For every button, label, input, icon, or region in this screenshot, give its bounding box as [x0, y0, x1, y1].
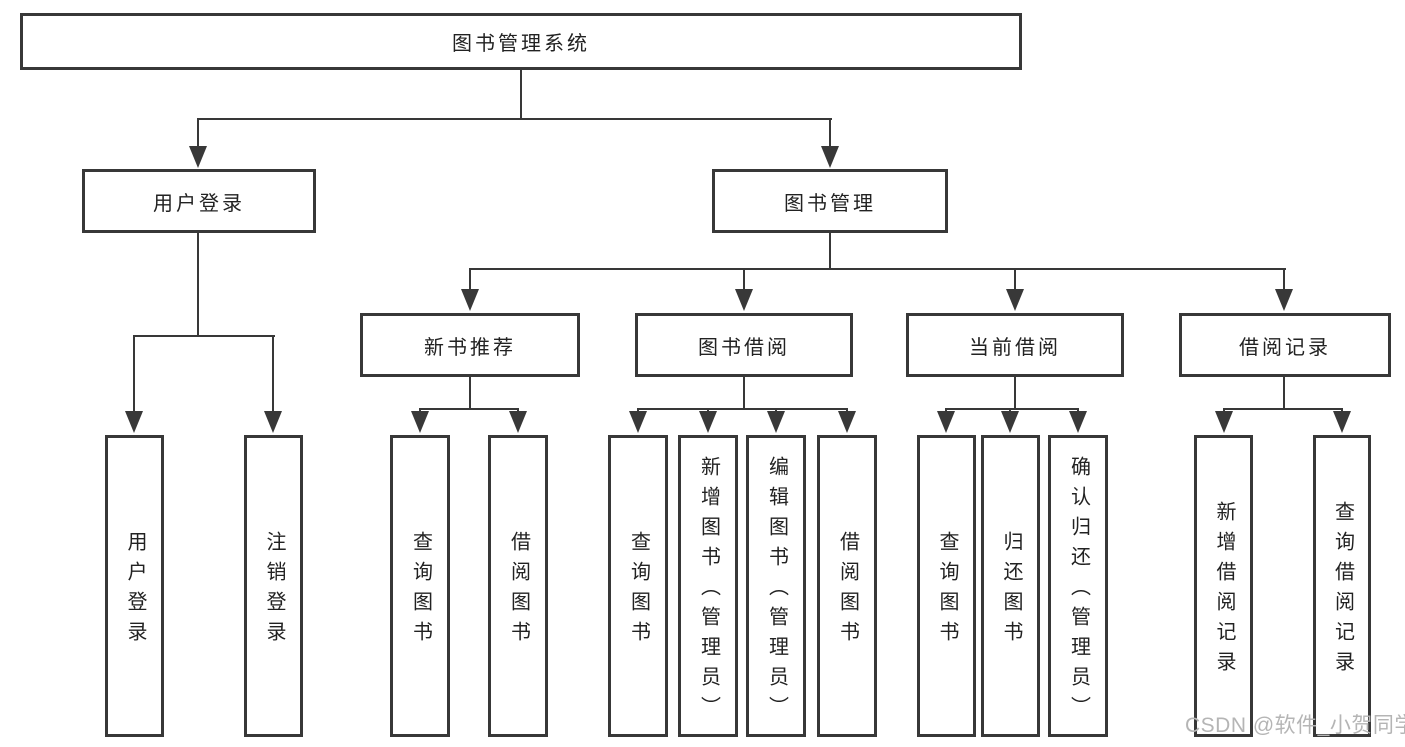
node-borrowing-add-books-admin: 新增图书（管理员）: [678, 435, 738, 737]
node-borrowing-borrow-books: 借阅图书: [817, 435, 877, 737]
node-leaf-logout: 注销登录: [244, 435, 303, 737]
node-current-return-books: 归还图书: [981, 435, 1040, 737]
arrow-down-icon: [509, 411, 527, 433]
connector-line: [743, 377, 745, 410]
arrow-down-icon: [1069, 411, 1087, 433]
node-recommend-borrow-books: 借阅图书: [488, 435, 548, 737]
node-leaf-user-login: 用户登录: [105, 435, 164, 737]
node-book-borrowing: 图书借阅: [635, 313, 853, 377]
arrow-down-icon: [1215, 411, 1233, 433]
arrow-down-icon: [937, 411, 955, 433]
node-root-label: 图书管理系统: [452, 33, 590, 55]
node-current-return-books-label: 归还图书: [1000, 531, 1022, 651]
node-leaf-user-login-label: 用户登录: [124, 531, 146, 651]
node-current-query-books: 查询图书: [917, 435, 976, 737]
node-borrowing-edit-books-admin: 编辑图书（管理员）: [746, 435, 806, 737]
connector-line: [469, 268, 1286, 270]
node-borrowing-add-books-admin-label: 新增图书（管理员）: [697, 456, 720, 726]
arrow-down-icon: [1001, 411, 1019, 433]
node-current-borrowing: 当前借阅: [906, 313, 1124, 377]
node-records-add-record: 新增借阅记录: [1194, 435, 1253, 737]
arrow-down-icon: [411, 411, 429, 433]
connector-line: [520, 70, 522, 120]
connector-line: [272, 337, 274, 419]
node-current-confirm-return-admin-label: 确认归还（管理员）: [1067, 456, 1090, 726]
node-records-add-record-label: 新增借阅记录: [1213, 501, 1235, 681]
node-borrowing-query-books: 查询图书: [608, 435, 668, 737]
connector-line: [197, 120, 199, 152]
connector-line: [829, 120, 831, 152]
connector-line: [419, 408, 519, 410]
connector-line: [829, 232, 831, 270]
node-root: 图书管理系统: [20, 13, 1022, 70]
node-new-book-recommend-label: 新书推荐: [424, 336, 516, 359]
arrow-down-icon: [1275, 289, 1293, 311]
connector-line: [945, 408, 1079, 410]
node-borrowing-records: 借阅记录: [1179, 313, 1391, 377]
connector-line: [637, 408, 848, 410]
node-book-management: 图书管理: [712, 169, 948, 233]
connector-line: [133, 335, 275, 337]
connector-line: [1014, 270, 1016, 296]
connector-line: [743, 270, 745, 296]
node-recommend-query-books: 查询图书: [390, 435, 450, 737]
node-borrowing-records-label: 借阅记录: [1239, 336, 1331, 359]
arrow-down-icon: [767, 411, 785, 433]
csdn-watermark: CSDN @软件_小贺同学: [1185, 714, 1405, 737]
connector-line: [197, 233, 199, 337]
arrow-down-icon: [189, 146, 207, 168]
node-book-management-label: 图书管理: [784, 192, 876, 215]
connector-line: [469, 377, 471, 410]
arrow-down-icon: [821, 146, 839, 168]
arrow-down-icon: [264, 411, 282, 433]
connector-line: [1223, 408, 1343, 410]
node-borrowing-edit-books-admin-label: 编辑图书（管理员）: [765, 456, 788, 726]
node-records-query-record-label: 查询借阅记录: [1331, 501, 1354, 681]
node-recommend-borrow-books-label: 借阅图书: [507, 531, 530, 651]
node-current-borrowing-label: 当前借阅: [969, 336, 1061, 359]
arrow-down-icon: [461, 289, 479, 311]
arrow-down-icon: [838, 411, 856, 433]
arrow-down-icon: [699, 411, 717, 433]
connector-line: [1283, 270, 1285, 296]
connector-line: [197, 118, 832, 120]
connector-line: [133, 337, 135, 419]
arrow-down-icon: [125, 411, 143, 433]
node-leaf-logout-label: 注销登录: [263, 531, 285, 651]
node-recommend-query-books-label: 查询图书: [409, 531, 432, 651]
node-new-book-recommend: 新书推荐: [360, 313, 580, 377]
node-user-login: 用户登录: [82, 169, 316, 233]
arrow-down-icon: [629, 411, 647, 433]
node-user-login-label: 用户登录: [153, 192, 245, 215]
connector-line: [1014, 377, 1016, 410]
node-current-confirm-return-admin: 确认归还（管理员）: [1048, 435, 1108, 737]
connector-line: [469, 270, 471, 296]
node-borrowing-query-books-label: 查询图书: [627, 531, 650, 651]
node-records-query-record: 查询借阅记录: [1313, 435, 1371, 737]
connector-line: [1283, 377, 1285, 410]
node-current-query-books-label: 查询图书: [936, 531, 958, 651]
arrow-down-icon: [1333, 411, 1351, 433]
arrow-down-icon: [735, 289, 753, 311]
arrow-down-icon: [1006, 289, 1024, 311]
node-book-borrowing-label: 图书借阅: [698, 336, 790, 359]
node-borrowing-borrow-books-label: 借阅图书: [836, 531, 859, 651]
